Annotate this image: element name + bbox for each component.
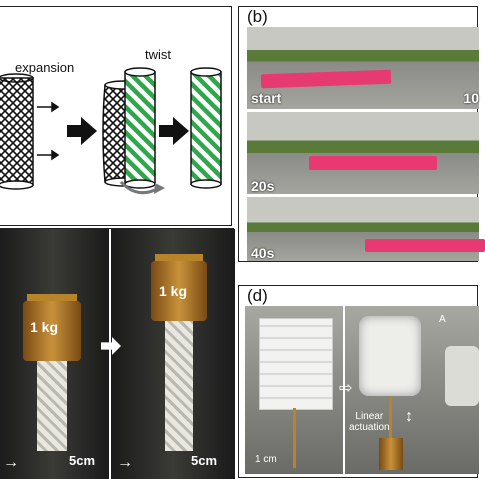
panel-a-diagram bbox=[0, 67, 222, 195]
photo-right: 1 kg → 5cm bbox=[111, 229, 235, 479]
twist-label: twist bbox=[145, 47, 171, 62]
actuation-label: Linear actuation bbox=[349, 411, 390, 433]
robot-pink bbox=[365, 239, 485, 252]
frame-start: start 10 bbox=[247, 27, 479, 109]
right-arrow: ⇨ bbox=[339, 380, 353, 397]
weight-top bbox=[155, 254, 203, 262]
panel-b-label: (b) bbox=[245, 7, 270, 27]
cylinder-twisted bbox=[190, 67, 222, 189]
weight-body bbox=[23, 301, 81, 361]
divider bbox=[109, 229, 111, 479]
robot-pink bbox=[260, 69, 392, 89]
weight-top bbox=[27, 294, 77, 302]
panel-d-label: (d) bbox=[245, 286, 270, 306]
divider bbox=[343, 306, 345, 474]
rod bbox=[389, 396, 392, 438]
weight-label-right: 1 kg bbox=[159, 283, 188, 299]
big-arrow-2 bbox=[159, 117, 189, 145]
big-arrow-1 bbox=[67, 117, 97, 145]
photo-left: 1 kg → 5cm bbox=[0, 229, 109, 479]
panel-c: 1 kg → 5cm 1 kg → 5cm bbox=[0, 228, 235, 479]
panel-b: start 10 20s 40s (b) bbox=[238, 6, 485, 262]
structure bbox=[37, 361, 67, 451]
corner-letter: A bbox=[439, 314, 446, 325]
frame-right-label: 10 bbox=[463, 90, 479, 106]
cylinder-twist-before bbox=[119, 67, 165, 195]
arrow-left: → bbox=[3, 454, 19, 471]
weight-d bbox=[379, 438, 403, 470]
actuator-compressed bbox=[359, 316, 421, 396]
panel-a: expansion twist bbox=[0, 6, 232, 226]
frame-time: 40s bbox=[251, 245, 275, 261]
frame-time: start bbox=[251, 90, 282, 106]
updown-arrow: ↕ bbox=[405, 408, 413, 425]
expansion-arrows bbox=[37, 101, 60, 161]
photo-d: Linear actuation ↕ ⇨ 1 cm A bbox=[245, 306, 479, 474]
scale-right: 5cm bbox=[191, 453, 218, 468]
frame-time: 20s bbox=[251, 178, 275, 194]
scale-d: 1 cm bbox=[255, 454, 277, 465]
weight-body bbox=[151, 261, 207, 321]
rod bbox=[293, 408, 296, 468]
expansion-label: expansion bbox=[15, 60, 75, 75]
arrow-right: → bbox=[117, 454, 133, 471]
structure bbox=[165, 321, 193, 451]
robot-pink bbox=[309, 156, 437, 170]
frame-40s: 40s bbox=[247, 197, 485, 261]
scale-left: 5cm bbox=[69, 453, 96, 468]
weight-label-left: 1 kg bbox=[30, 319, 59, 335]
panel-d: Linear actuation ↕ ⇨ 1 cm A (d) bbox=[238, 285, 479, 478]
actuator-third bbox=[445, 346, 479, 406]
cylinder-before-expansion bbox=[0, 73, 34, 190]
actuator-flat bbox=[259, 318, 333, 410]
frame-20s: 20s bbox=[247, 112, 479, 194]
